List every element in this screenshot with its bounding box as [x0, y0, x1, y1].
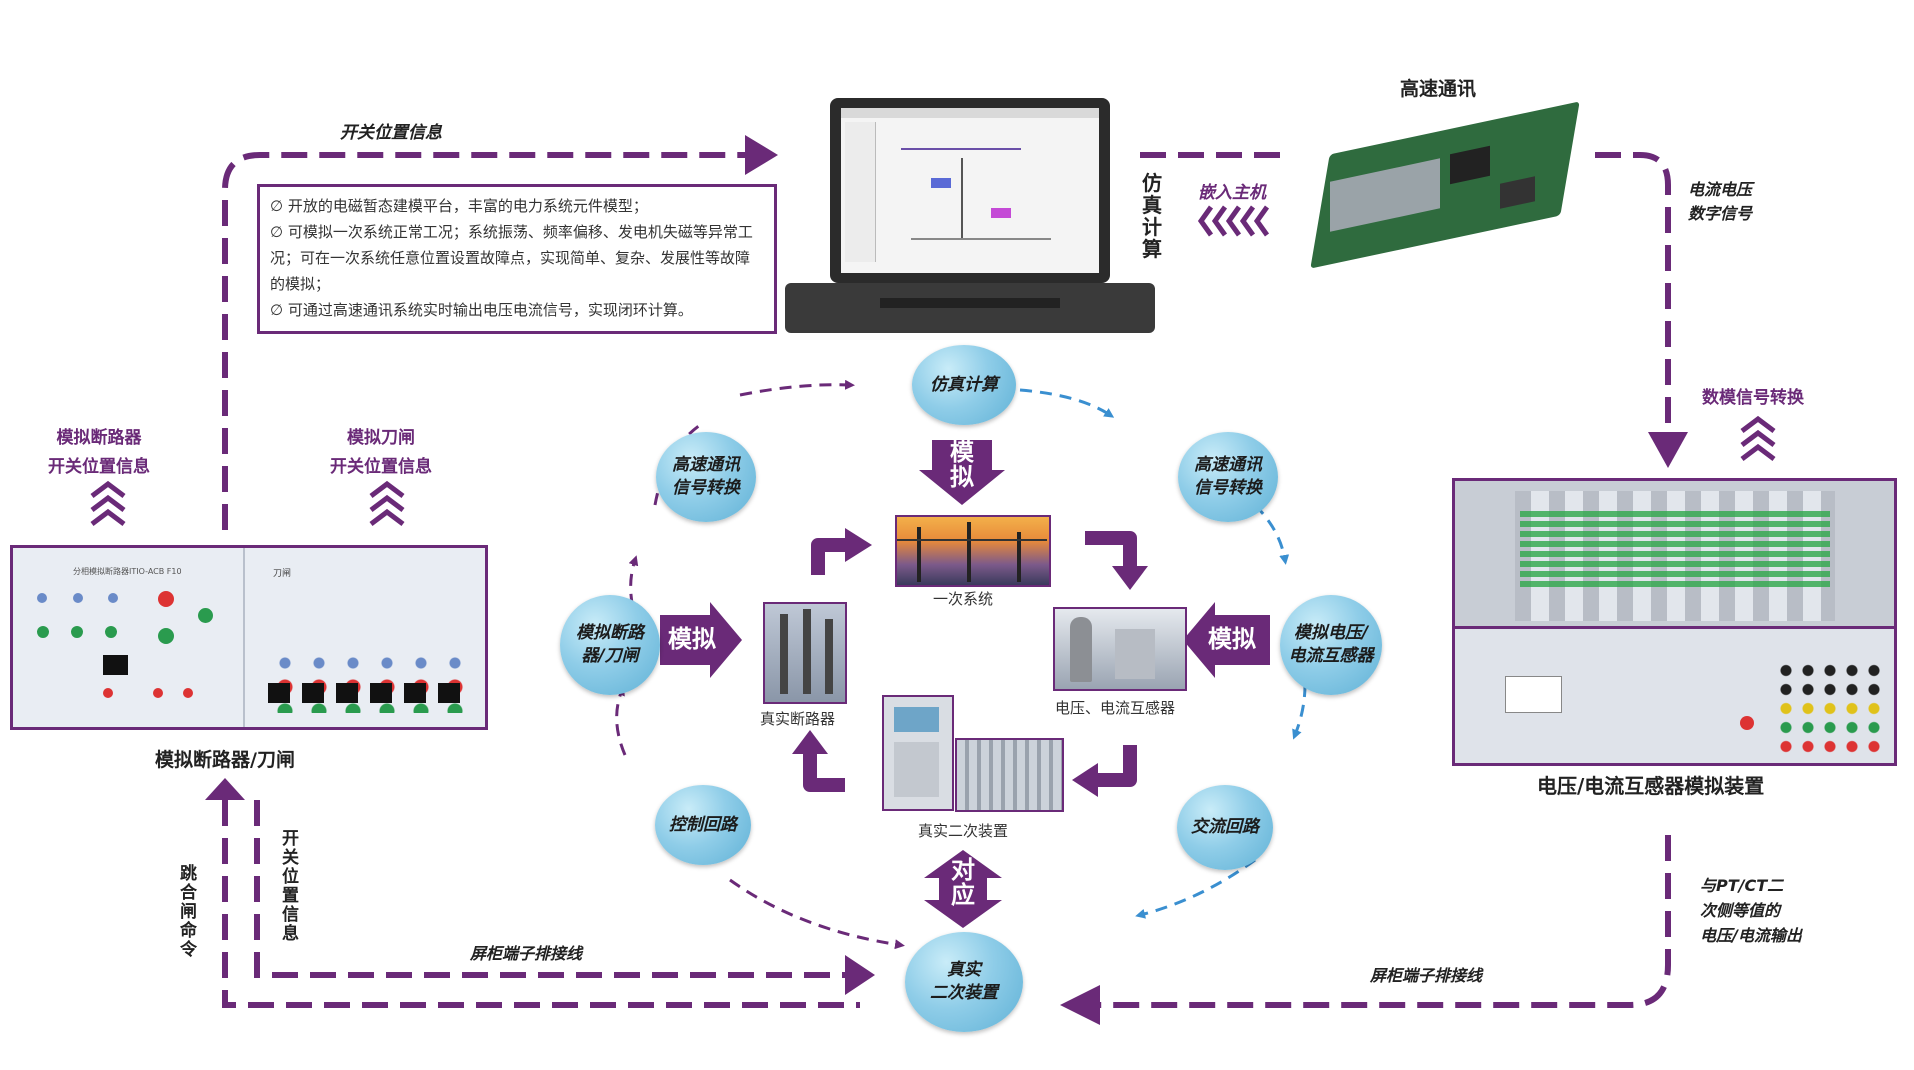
node-sim-calc: 仿真计算 [912, 345, 1016, 425]
trip-close-label: 跳合闸命令 [180, 864, 197, 960]
node-comm-right: 高速通讯 信号转换 [1178, 432, 1278, 522]
switch-position-label-top: 开关位置信息 [340, 123, 442, 143]
info-line-2: ∅ 可模拟一次系统正常工况；系统振荡、频率偏移、发电机失磁等异常工况；可在一次系… [270, 223, 753, 293]
caption-ptct: 电压、电流互感器 [1055, 699, 1176, 717]
conn-left-bottom-2 [254, 800, 870, 978]
conn-left-bottom [222, 800, 860, 1008]
arrow-simulate-left [660, 602, 742, 678]
node-sim-breaker: 模拟断路 器/刀闸 [560, 595, 660, 695]
caption-real-breaker: 真实断路器 [760, 710, 836, 728]
digital-signal-label: 电流电压 数字信号 [1688, 180, 1753, 223]
chevron-left-icon [1197, 205, 1270, 237]
node-real-secondary: 真实 二次装置 [905, 932, 1023, 1032]
simulate-top-label: 模 拟 [950, 438, 974, 492]
caption-primary-system: 一次系统 [933, 590, 994, 608]
arrow-simulate-top [919, 440, 1005, 505]
node-control-loop: 控制回路 [655, 785, 751, 865]
info-line-1: ∅ 开放的电磁暂态建模平台，丰富的电力系统元件模型； [270, 197, 648, 215]
primary-system-image [895, 515, 1051, 587]
switch-pos-vertical-label: 开关位置信息 [282, 829, 299, 944]
feature-info-box: ∅ 开放的电磁暂态建模平台，丰富的电力系统元件模型； ∅ 可模拟一次系统正常工况… [257, 184, 777, 334]
high-speed-comm-label: 高速通讯 [1400, 78, 1477, 100]
pt-ct-output-label: 与PT/CT二 次侧等值的 电压/电流输出 [1700, 876, 1802, 945]
pcie-card-image [1300, 101, 1590, 270]
info-line-3: ∅ 可通过高速通讯系统实时输出电压电流信号，实现闭环计算。 [270, 301, 693, 319]
knife-label: 刀闸 [273, 569, 292, 579]
caption-real-secondary: 真实二次装置 [918, 822, 1009, 840]
sim-calc-vertical-label: 仿真计算 [1142, 171, 1162, 261]
arrowhead-up-left [205, 778, 245, 800]
conn-digital-signal [1595, 152, 1671, 430]
simulate-right-label: 模拟 [1208, 625, 1256, 653]
arrow-correspond [924, 850, 1002, 928]
real-ptct-image [1053, 607, 1187, 691]
chevron-up-icon [1740, 415, 1776, 461]
arrowhead-to-laptop [745, 135, 778, 175]
dac-label: 数模信号转换 [1702, 388, 1804, 408]
breaker-pos-label: 模拟断路器 开关位置信息 [48, 428, 150, 477]
arrowhead-to-ptct-device [1648, 432, 1688, 468]
embed-host-label: 嵌入主机 [1198, 183, 1266, 203]
laptop-image [785, 98, 1155, 338]
real-breaker-image [763, 602, 847, 704]
node-sim-ptct: 模拟电压/ 电流互感器 [1280, 595, 1382, 695]
conn-right-wiring [1100, 835, 1671, 1008]
simulate-left-label: 模拟 [668, 625, 716, 653]
arrow-simulate-right [1183, 602, 1270, 678]
breaker-panel-title: 分相模拟断路器ITIO-ACB F10 [73, 567, 182, 576]
knife-pos-label: 模拟刀闸 开关位置信息 [330, 428, 432, 477]
ptct-device-image [1452, 478, 1897, 766]
chevron-up-icon [90, 480, 126, 526]
cabinet-wiring-right-label: 屏柜端子排接线 [1370, 966, 1483, 985]
real-secondary-cabinet-image [882, 695, 954, 811]
correspond-label: 对 应 [951, 856, 975, 910]
conn-switchpos-top [222, 152, 745, 530]
node-ac-loop: 交流回路 [1177, 785, 1273, 870]
node-comm-left: 高速通讯 信号转换 [656, 432, 756, 522]
breaker-device-caption: 模拟断路器/刀闸 [155, 749, 295, 771]
chevron-up-icon [369, 480, 405, 526]
cabinet-wiring-left-label: 屏柜端子排接线 [470, 944, 583, 963]
breaker-device-image: 分相模拟断路器ITIO-ACB F10 刀闸 [10, 545, 488, 730]
real-secondary-rack-image [955, 738, 1064, 812]
ptct-device-caption: 电压/电流互感器模拟装置 [1537, 774, 1765, 798]
